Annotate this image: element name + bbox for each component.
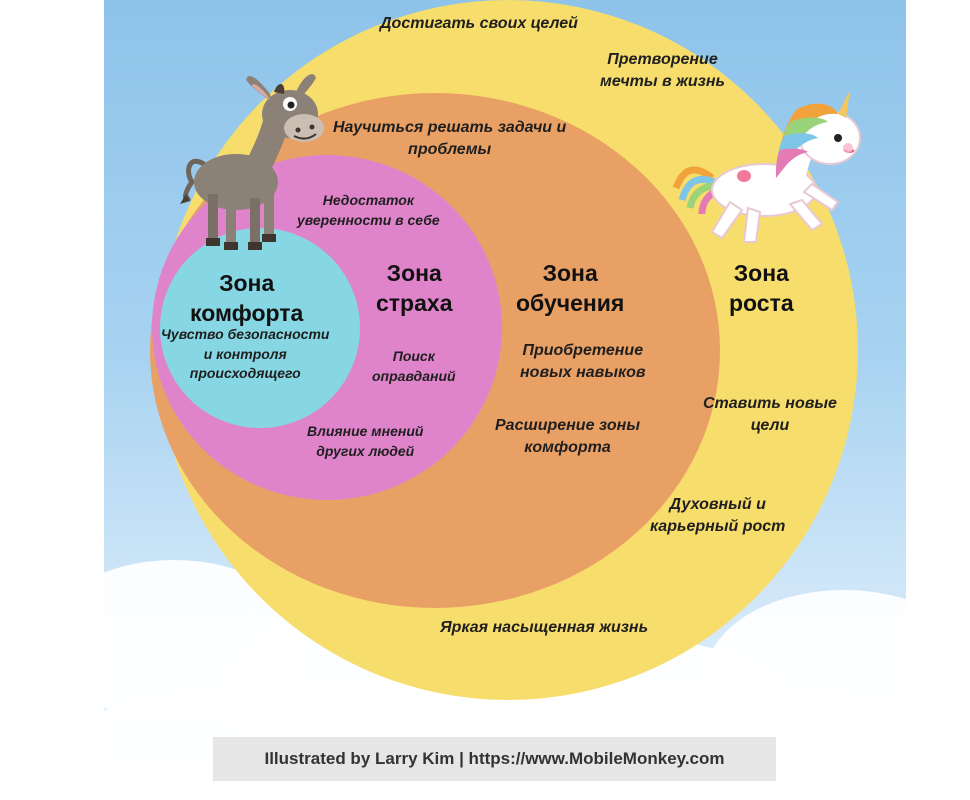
growth-item-goals: Достигать своих целей: [380, 15, 578, 32]
learning-item-solve-problems: Научиться решать задачи и проблемы: [333, 119, 567, 159]
fear-zone-title: Зона страха: [376, 260, 453, 316]
donkey-illustration: [180, 74, 324, 250]
learning-item-expand-comfort: Расширение зоны комфорта: [495, 417, 640, 457]
growth-item-dreams: Претворение мечты в жизнь: [600, 51, 725, 91]
growth-zone-title: Зона роста: [729, 260, 794, 316]
credit-banner: Illustrated by Larry Kim | https://www.M…: [213, 737, 776, 781]
comfort-item-safety: Чувство безопасности и контроля происход…: [161, 326, 330, 382]
growth-item-bright-life: Яркая насыщенная жизнь: [440, 619, 649, 636]
comfort-zone-circle: [160, 228, 360, 428]
fear-item-opinions: Влияние мнений других людей: [307, 423, 424, 459]
learning-zone-title: Зона обучения: [516, 260, 625, 316]
growth-item-career: Духовный и карьерный рост: [650, 496, 786, 536]
fear-item-excuses: Поиск оправданий: [372, 348, 456, 384]
learning-item-new-skills: Приобретение новых навыков: [520, 342, 646, 382]
fear-item-confidence: Недостаток уверенности в себе: [297, 192, 440, 228]
comfort-zone-title: Зона комфорта: [190, 270, 304, 326]
growth-item-new-goals: Ставить новые цели: [703, 395, 837, 435]
unicorn-illustration: [672, 92, 861, 243]
